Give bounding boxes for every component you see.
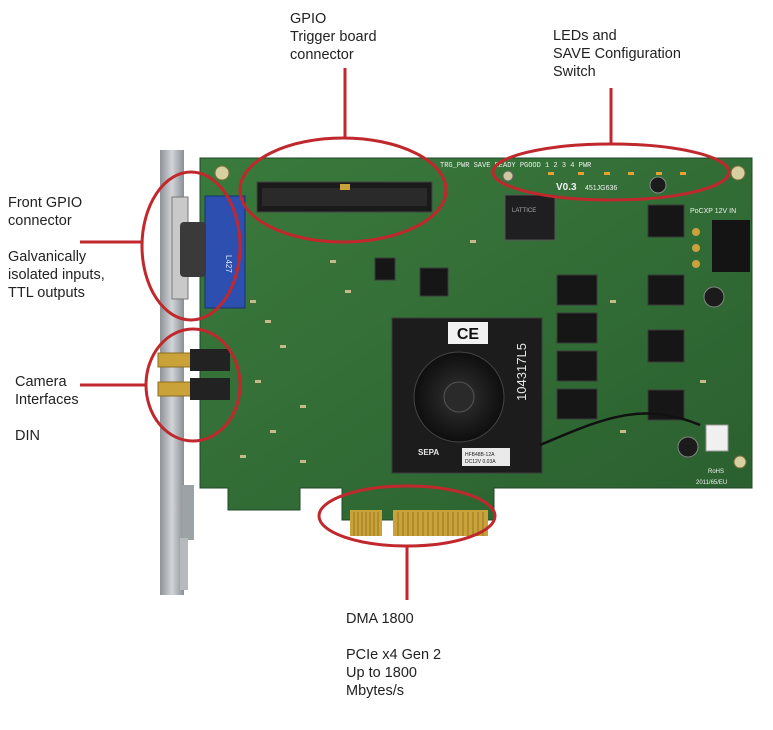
callout-line: PCIe x4 Gen 2 [346,647,442,663]
fan-model: HFB48B-12A [465,452,495,458]
power-connector: PoCXP 12V IN [690,208,750,272]
callout-line: Galvanically [8,249,87,265]
front-gpio-connector: L427 [171,195,246,309]
camera-connectors [157,349,230,400]
fan-code: 104317L5 [514,343,529,401]
callout-line: DIN [15,428,40,444]
callout-line: connector [8,213,72,229]
callout-line [346,628,441,646]
callout-line: DMA 1800 [346,611,414,627]
callout-line: Up to 1800 [346,665,417,681]
callout-dma: DMA 1800 PCIe x4 Gen 2 Up to 1800 Mbytes… [346,610,441,700]
front-gpio-ellipse [140,170,242,322]
callout-line: GPIO [290,11,327,27]
callout-line: connector [290,47,354,63]
fpga-label: LATTICE [512,208,536,214]
power-label: PoCXP 12V IN [690,208,736,215]
callout-line: SAVE Configuration [553,46,681,62]
callout-leds-save: LEDs and SAVE Configuration Switch [553,27,681,81]
fan-brand: SEPA [418,448,439,457]
vga-label: L427 [224,255,233,273]
callout-camera: Camera Interfaces DIN [15,373,79,445]
callout-line [8,230,105,248]
led-row: TRG_PWR SAVE READY PGOOD 1 2 3 4 PWR V0.… [440,162,686,193]
callout-line: TTL outputs [8,285,85,301]
version-code: 451JG636 [585,185,617,192]
smd-components [240,240,706,463]
gpio-trigger-ellipse [238,136,448,244]
led-row-label: TRG_PWR SAVE READY PGOOD 1 2 3 4 PWR [440,162,592,170]
callout-gpio-trigger: GPIO Trigger board connector [290,10,377,64]
gpio-header-connector [256,181,433,213]
ce-mark: CE [457,326,480,343]
callout-line: LEDs and [553,28,617,44]
callout-line: Switch [553,64,596,80]
rohs-label: RoHS [708,469,724,475]
pcie-gold-fingers [350,510,488,536]
callout-line: Front GPIO [8,195,83,211]
version-label: V0.3 [556,182,577,193]
callout-line: Trigger board [290,29,377,45]
date-code: 2011/65/EU [696,480,727,486]
memory-chips [374,204,685,421]
callout-line: Mbytes/s [346,683,405,699]
callout-line: Interfaces [15,392,79,408]
callout-line [15,409,79,427]
fan-rating: DC12V 0.03A [465,459,496,465]
fpga-chip: LATTICE [504,194,556,241]
fan-heatsink: CE 104317L5 SEPA HFB48B-12A DC12V 0.03A [391,317,543,474]
callout-front-gpio: Front GPIO connector Galvanically isolat… [8,194,105,302]
callout-line: Camera [15,374,67,390]
callout-overlays [80,68,731,600]
callout-line: isolated inputs, [8,267,105,283]
